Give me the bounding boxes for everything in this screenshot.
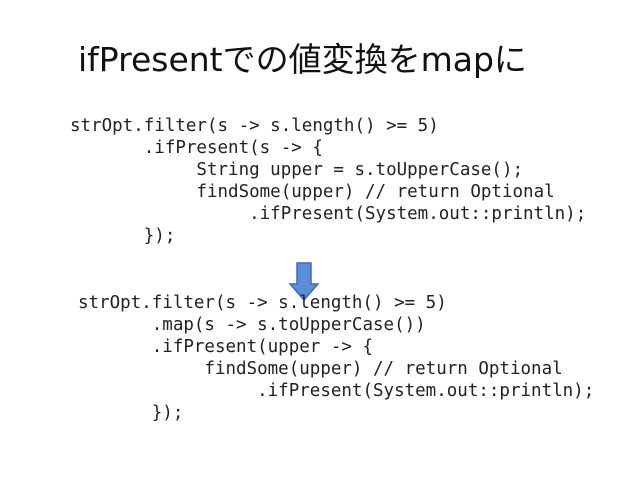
slide-title: ifPresentでの値変換をmapに [78,40,527,79]
down-arrow-shape [288,262,320,302]
code-line: .ifPresent(System.out::println); [70,204,587,224]
code-block-before: strOpt.filter(s -> s.length() >= 5) .ifP… [70,115,586,247]
code-line: }); [70,226,176,246]
code-line: .ifPresent(s -> { [70,138,323,158]
code-line: .ifPresent(System.out::println); [78,381,595,401]
code-line: .ifPresent(upper -> { [78,337,374,357]
code-block-after: strOpt.filter(s -> s.length() >= 5) .map… [78,292,594,424]
code-line: }); [78,403,184,423]
code-line: findSome(upper) // return Optional [78,359,563,379]
code-line: String upper = s.toUpperCase(); [70,160,524,180]
code-line: strOpt.filter(s -> s.length() >= 5) [70,116,439,136]
down-arrow-icon [288,262,320,302]
code-line: .map(s -> s.toUpperCase()) [78,315,426,335]
code-line: findSome(upper) // return Optional [70,182,555,202]
code-line: strOpt.filter(s -> s.length() >= 5) [78,293,447,313]
